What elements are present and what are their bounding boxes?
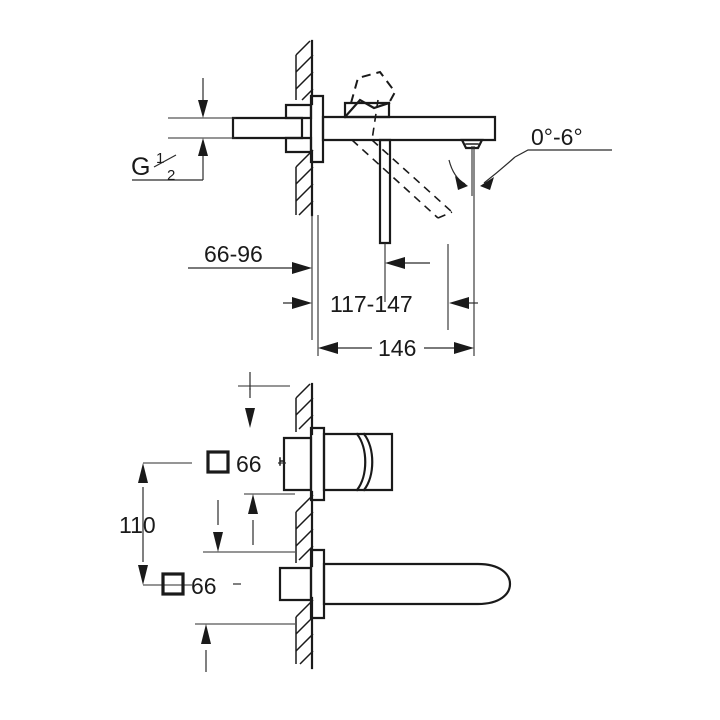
aerator-outlet [460,138,484,150]
dimension-117-147 [283,243,478,330]
angle-label: 0°-6° [531,124,583,150]
square-66-top-label: 66 [236,451,262,477]
g-thread-dimension [132,78,236,181]
valve-spindle-nub [279,457,285,466]
dimension-66-96 [188,262,312,274]
spout-tube [322,562,512,606]
dimension-146 [317,146,475,356]
inlet-pipe [231,116,304,140]
valve-handle-barrel [322,432,394,492]
dimension-110-label: 110 [119,512,156,538]
body-lower-collar [284,136,313,154]
wall-hatch-b2 [295,494,314,563]
valve-escutcheon-plate [309,426,326,502]
square-66-bottom-label: 66 [191,573,217,599]
dimension-valve-spout-gap [203,493,295,553]
valve-handle-lever-back [362,432,374,492]
dimension-117-147-label: 117-147 [330,291,413,317]
g-thread-denominator: 2 [167,167,175,184]
square-symbol-top [206,450,230,474]
dimension-146-label: 146 [378,335,416,361]
body-upper-collar [284,103,313,120]
valve-body-square [282,436,313,492]
dimension-valve-top-locator [238,372,290,428]
lever-handle-raised [350,70,397,104]
wall-hatch-b1 [295,383,314,432]
dimension-spout-bottom-locator [195,623,295,672]
lever-handle-closed [343,98,391,119]
side-elevation-view: 0°-6° G 1 2 66-96 [131,39,612,361]
g-thread-numerator: 1 [156,150,164,167]
wall-hatch-upper [295,40,314,101]
fraction-bar [153,154,177,168]
outlet-angle-indicator [448,156,516,190]
angle-leader-line [514,149,612,158]
g-thread-letter: G [131,153,150,181]
handle-swing-hidden-path [351,99,453,219]
valve-handle-lever-front [355,432,367,492]
spout-backplate [278,566,313,602]
lever-stem [378,138,392,245]
spout-arm [321,115,497,142]
front-elevation-view: 110 66 66 [119,372,512,672]
dimension-66-96-label: 66-96 [204,241,263,267]
lever-seat-block [343,101,391,119]
square-symbol-bottom [161,572,185,596]
